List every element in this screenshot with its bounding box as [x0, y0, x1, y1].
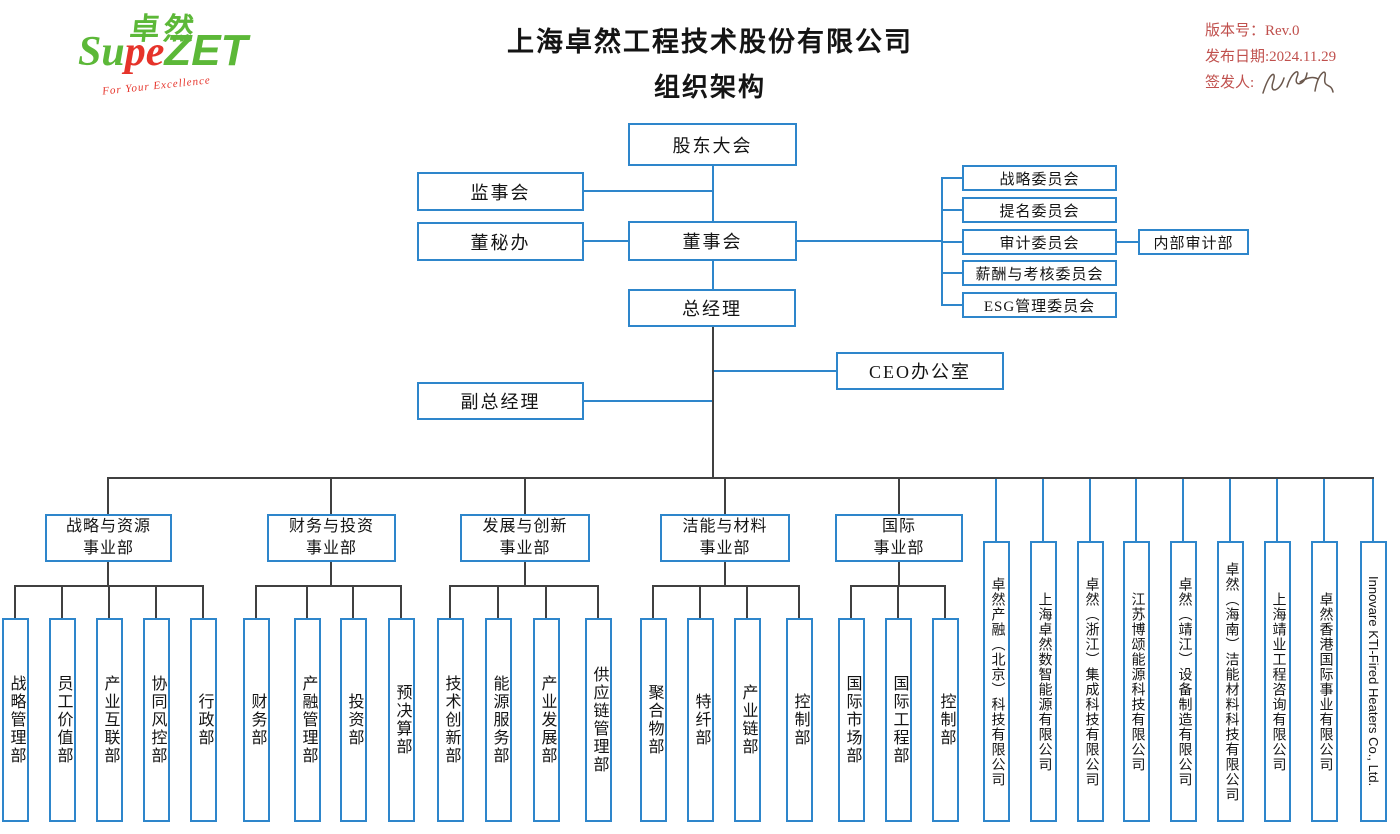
- node-committee-strategy: 战略委员会: [962, 165, 1117, 191]
- signature-icon: [1262, 71, 1334, 94]
- department-box: 行政部: [190, 618, 217, 822]
- document-meta: 版本号：Rev.0 发布日期:2024.11.29 签发人:: [1205, 18, 1336, 96]
- logo-tagline: For Your Excellence: [101, 74, 212, 98]
- logo-latin-red: pe: [124, 29, 165, 75]
- division-label-line1: 洁能与材料: [682, 518, 768, 536]
- department-box: 预决算部: [388, 618, 415, 822]
- division-label-line2: 事业部: [305, 540, 357, 557]
- page-title-line2: 组织架构: [653, 73, 766, 102]
- department-box: 财务部: [243, 618, 270, 822]
- department-box: 能源服务部: [485, 618, 512, 822]
- logo-latin-zet: ZET: [164, 26, 248, 75]
- division-label-line1: 发展与创新: [482, 518, 568, 536]
- page-title: 上海卓然工程技术股份有限公司 组织架构: [450, 20, 970, 104]
- node-general-manager: 总经理: [628, 289, 796, 327]
- node-division-clean-energy-materials: 洁能与材料 事业部: [660, 514, 790, 562]
- node-ceo-office: CEO办公室: [836, 352, 1004, 390]
- subsidiary-box: 卓然（浙江）集成科技有限公司: [1077, 541, 1104, 822]
- meta-release-date: 发布日期:2024.11.29: [1205, 49, 1337, 65]
- logo-latin-green: Su: [78, 29, 125, 75]
- department-box: 供应链管理部: [585, 618, 612, 822]
- subsidiary-box: 江苏博颂能源科技有限公司: [1123, 541, 1150, 822]
- subsidiary-box: Innovare KTI-Fired Heaters Co., Ltd.: [1360, 541, 1387, 822]
- subsidiary-box: 卓然产融（北京）科技有限公司: [983, 541, 1010, 822]
- department-box: 技术创新部: [437, 618, 464, 822]
- department-box: 特纤部: [687, 618, 714, 822]
- division-label-line2: 事业部: [499, 540, 551, 557]
- department-box: 产业发展部: [533, 618, 560, 822]
- subsidiary-box: 上海靖业工程咨询有限公司: [1264, 541, 1291, 822]
- company-logo: 卓然 SupeZET For Your Excellence: [78, 4, 268, 98]
- subsidiary-box: 上海卓然数智能源有限公司: [1030, 541, 1057, 822]
- node-internal-audit-dept: 内部审计部: [1138, 229, 1249, 255]
- subsidiary-box: 卓然（靖江）设备制造有限公司: [1170, 541, 1197, 822]
- meta-signer-label: 签发人:: [1205, 75, 1255, 91]
- department-box: 员工价值部: [49, 618, 76, 822]
- department-box: 协同风控部: [143, 618, 170, 822]
- division-label-line2: 事业部: [82, 540, 134, 557]
- node-division-development-innovation: 发展与创新 事业部: [460, 514, 590, 562]
- department-box: 国际市场部: [838, 618, 865, 822]
- node-board-of-directors: 董事会: [628, 221, 797, 261]
- node-supervisory-board: 监事会: [417, 172, 584, 211]
- division-label-line1: 国际: [881, 518, 916, 536]
- department-box: 控制部: [786, 618, 813, 822]
- node-shareholders-meeting: 股东大会: [628, 123, 797, 166]
- node-committee-esg: ESG管理委员会: [962, 292, 1117, 318]
- department-box: 产业链部: [734, 618, 761, 822]
- department-box: 控制部: [932, 618, 959, 822]
- department-box: 产融管理部: [294, 618, 321, 822]
- subsidiary-box: 卓然（海南）洁能材料科技有限公司: [1217, 541, 1244, 822]
- node-deputy-general-manager: 副总经理: [417, 382, 584, 420]
- node-division-strategy-resources: 战略与资源 事业部: [45, 514, 172, 562]
- department-box: 战略管理部: [2, 618, 29, 822]
- division-label-line1: 财务与投资: [288, 518, 374, 536]
- department-box: 投资部: [340, 618, 367, 822]
- node-division-international: 国际 事业部: [835, 514, 963, 562]
- node-committee-compensation: 薪酬与考核委员会: [962, 260, 1117, 286]
- division-label-line2: 事业部: [699, 540, 751, 557]
- logo-latin-text: SupeZET: [78, 26, 247, 76]
- department-box: 聚合物部: [640, 618, 667, 822]
- node-board-secretary-office: 董秘办: [417, 222, 584, 261]
- department-box: 国际工程部: [885, 618, 912, 822]
- meta-signer-row: 签发人:: [1205, 70, 1336, 96]
- division-label-line1: 战略与资源: [65, 518, 151, 536]
- department-box: 产业互联部: [96, 618, 123, 822]
- page-title-line1: 上海卓然工程技术股份有限公司: [507, 27, 913, 57]
- node-committee-audit: 审计委员会: [962, 229, 1117, 255]
- node-division-finance-investment: 财务与投资 事业部: [267, 514, 396, 562]
- meta-version: 版本号：Rev.0: [1205, 23, 1300, 39]
- subsidiary-box: 卓然香港国际事业有限公司: [1311, 541, 1338, 822]
- node-committee-nomination: 提名委员会: [962, 197, 1117, 223]
- division-label-line2: 事业部: [873, 540, 925, 557]
